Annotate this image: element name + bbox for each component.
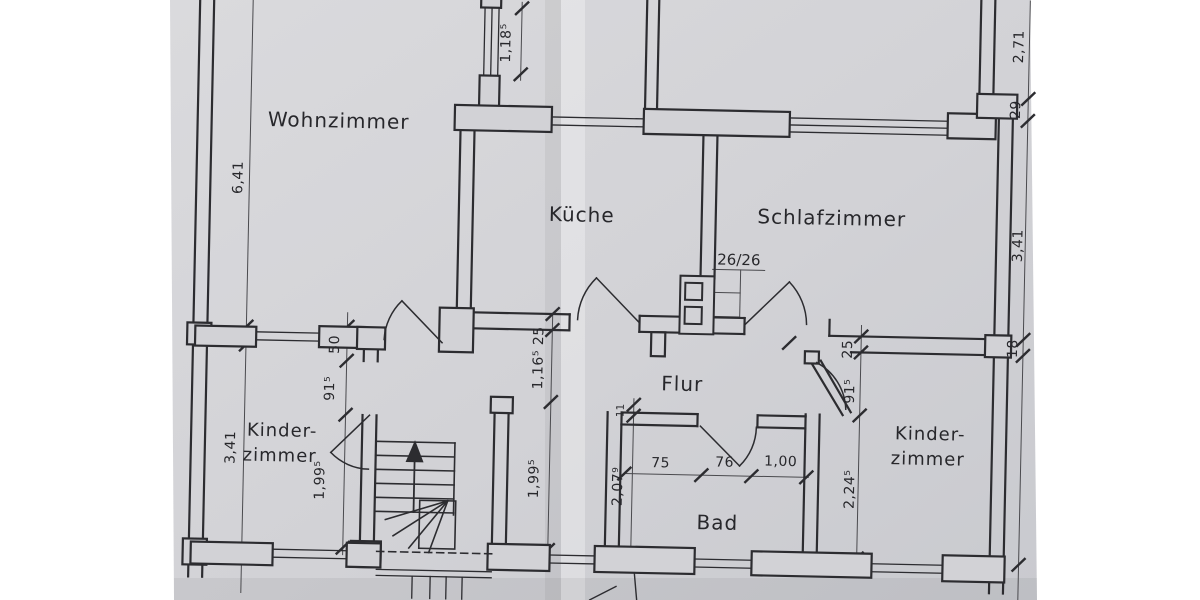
room-label-schlafzimmer: Schlafzimmer <box>757 204 906 231</box>
dim-bath-width-3: 1,00 <box>764 453 797 470</box>
door-living-room <box>383 299 444 344</box>
dim-mid-chain-2: 1,16⁵ <box>530 350 547 390</box>
dimension-lines <box>240 0 1031 600</box>
paper-sheet <box>170 0 1037 600</box>
flue-label: 26/26 <box>717 250 761 269</box>
room-label-wohnzimmer: Wohnzimmer <box>268 107 410 134</box>
plan-content: Wohnzimmer Küche Schlafzimmer Flur Bad K… <box>181 0 1037 600</box>
flue-square-2 <box>683 305 703 326</box>
flue-square-1 <box>684 281 704 302</box>
dimension-ticks <box>233 0 1037 573</box>
dim-bath-height: 2,07⁹ <box>610 467 627 507</box>
dim-right-jog: 29 <box>1008 100 1024 119</box>
paper-fold-shadow <box>545 0 561 600</box>
door-bedroom <box>743 280 808 327</box>
dim-right-wall: 18 <box>1005 339 1021 358</box>
dim-bath-width-2: 76 <box>715 454 734 470</box>
doors <box>329 276 847 470</box>
dim-bath-wall: 11 <box>615 404 627 418</box>
room-label-flur: Flur <box>661 371 703 396</box>
dim-left-chain-1: 50 <box>327 335 343 354</box>
dim-left-chain-2: 91⁵ <box>322 376 339 401</box>
door-child-left <box>329 414 371 470</box>
room-label-kinderzimmer-left-2: zimmer <box>242 445 316 468</box>
dim-bath-width-1: 75 <box>651 455 670 471</box>
stair-direction-arrow <box>405 440 424 514</box>
room-label-kinderzimmer-right-1: Kinder- <box>895 423 966 445</box>
door-child-right <box>815 361 847 410</box>
dim-right-chain-3: 2,24⁵ <box>842 469 859 509</box>
dim-child-left-height: 3,41 <box>222 431 239 464</box>
dim-kitchen-window: 1,18⁵ <box>498 23 515 63</box>
door-bath <box>699 425 758 468</box>
door-kitchen <box>576 276 641 324</box>
dim-left-chain-3: 1,99⁵ <box>312 460 329 500</box>
dim-mid-chain-1: 25 <box>531 326 547 345</box>
dim-right-chain-2: 91⁵ <box>842 379 859 404</box>
flue-box <box>678 274 716 336</box>
dim-living-height: 6,41 <box>230 161 247 194</box>
staircase <box>373 440 493 600</box>
dim-right-top: 2,71 <box>1011 30 1028 63</box>
dim-right-chain-1: 25 <box>840 340 856 359</box>
dim-bedroom-height: 3,41 <box>1010 229 1027 262</box>
dim-mid-chain-3: 1,99⁵ <box>526 459 543 499</box>
room-label-kueche: Küche <box>549 202 615 227</box>
paper-bottom-shade <box>174 578 1037 600</box>
room-label-kinderzimmer-right-2: zimmer <box>891 448 965 471</box>
wall-blocks <box>181 0 1019 584</box>
labels: Wohnzimmer Küche Schlafzimmer Flur Bad K… <box>222 23 1028 535</box>
room-label-bad: Bad <box>696 510 738 535</box>
room-label-kinderzimmer-left-1: Kinder- <box>247 420 318 442</box>
